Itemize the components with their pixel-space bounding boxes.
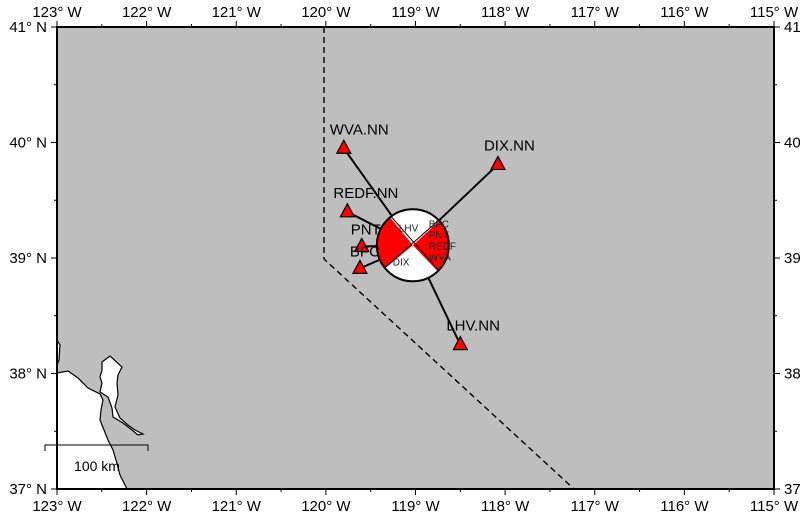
y-tick-label-right: 41° N xyxy=(784,19,800,36)
x-tick-label-bottom: 115° W xyxy=(750,498,799,515)
x-tick-label-top: 119° W xyxy=(391,4,440,21)
station-label: REDF.NN xyxy=(333,185,398,202)
station-triangle-icon[interactable] xyxy=(335,139,352,154)
x-tick-label-bottom: 121° W xyxy=(212,498,262,515)
x-tick-label-bottom: 117° W xyxy=(571,498,620,515)
station-label: PNT xyxy=(351,221,381,238)
beachball-station-label: PNT xyxy=(429,230,449,241)
y-tick-label-right: 37° N xyxy=(784,481,800,498)
x-tick-label-top: 118° W xyxy=(481,4,530,21)
compression-quadrant-west xyxy=(376,209,413,282)
y-tick-label-left: 38° N xyxy=(9,366,47,383)
x-tick-label-top: 117° W xyxy=(571,4,620,21)
beachball-station-label: WVA xyxy=(429,252,451,263)
station-triangle-icon[interactable] xyxy=(452,335,469,351)
x-tick-label-bottom: 123° W xyxy=(32,498,82,515)
x-tick-label-bottom: 120° W xyxy=(301,498,351,515)
x-tick-label-bottom: 118° W xyxy=(481,498,530,515)
sf-bay xyxy=(99,355,145,436)
scale-bar-label: 100 km xyxy=(74,458,120,474)
station-triangle-icon[interactable] xyxy=(339,202,356,218)
station-triangle-icon[interactable] xyxy=(353,237,370,253)
x-tick-label-top: 120° W xyxy=(301,4,351,21)
y-tick-label-left: 41° N xyxy=(9,19,47,36)
beachball-station-label: REDF xyxy=(429,241,456,252)
state-boundary xyxy=(323,27,575,490)
y-tick-label-left: 40° N xyxy=(9,135,47,152)
ocean xyxy=(56,337,145,490)
x-tick-label-top: 121° W xyxy=(212,4,262,21)
beachball-station-label: BFC xyxy=(429,219,449,230)
x-tick-label-bottom: 119° W xyxy=(391,498,440,515)
beachball-station-label: LHV xyxy=(399,223,419,234)
x-tick-label-bottom: 116° W xyxy=(660,498,709,515)
y-tick-label-right: 40° N xyxy=(784,135,800,152)
station-label: DIX.NN xyxy=(484,137,535,154)
y-tick-label-right: 38° N xyxy=(784,366,800,383)
station-label: BFC xyxy=(350,243,380,260)
scale-bar: 100 km xyxy=(44,444,149,474)
station-label: LHV.NN xyxy=(446,318,500,335)
x-tick-label-top: 122° W xyxy=(122,4,172,21)
x-tick-label-top: 123° W xyxy=(32,4,82,21)
y-tick-label-left: 37° N xyxy=(9,481,47,498)
x-tick-label-top: 116° W xyxy=(660,4,709,21)
station-triangle-icon[interactable] xyxy=(489,155,506,171)
x-tick-label-top: 115° W xyxy=(750,4,799,21)
station-label: WVA.NN xyxy=(330,121,389,138)
beachball-station-label: DIX xyxy=(393,257,410,268)
y-tick-label-left: 39° N xyxy=(9,250,47,267)
y-tick-label-right: 39° N xyxy=(784,250,800,267)
x-tick-label-bottom: 122° W xyxy=(122,498,172,515)
station-triangle-icon[interactable] xyxy=(351,259,368,274)
axes: 123° W 123° W 122° W 122° W 121° W 121° W 120°… xyxy=(9,4,800,515)
pacific-ocean xyxy=(56,370,128,490)
